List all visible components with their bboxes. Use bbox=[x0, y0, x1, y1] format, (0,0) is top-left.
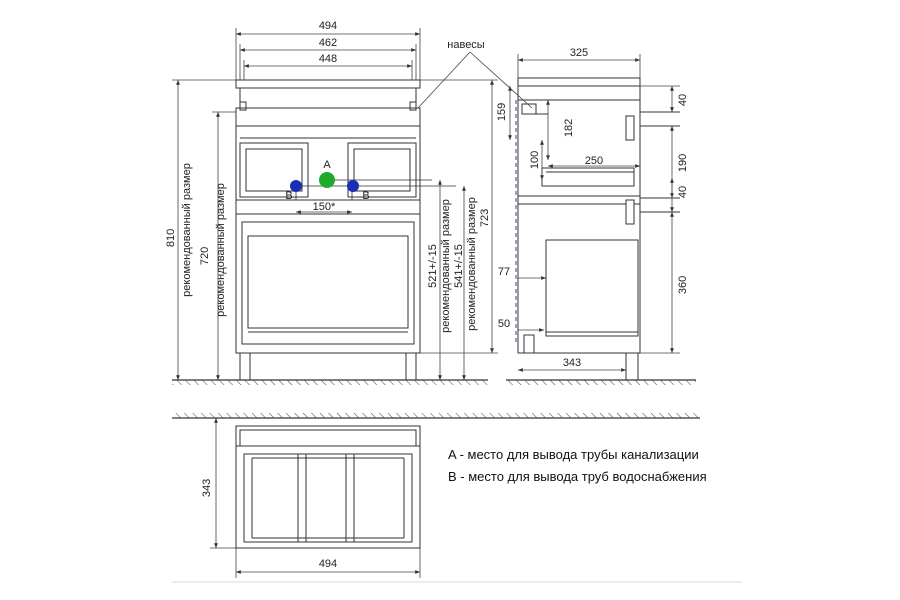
side-dims bbox=[417, 51, 680, 372]
dim-360: 360 bbox=[677, 276, 689, 294]
depth-343-side: 343 bbox=[563, 357, 581, 369]
dim-250: 250 bbox=[585, 155, 603, 167]
dim-50: 50 bbox=[498, 318, 510, 330]
plan-view bbox=[172, 413, 700, 549]
width-462: 462 bbox=[319, 37, 337, 49]
marker-b-left-label: B bbox=[285, 190, 292, 202]
dim-159: 159 bbox=[496, 103, 508, 121]
height-720-label: рекомендованный размер bbox=[215, 183, 227, 317]
depth-325: 325 bbox=[570, 47, 588, 59]
height-723: 723 bbox=[479, 209, 491, 227]
marker-b-right-label: B bbox=[362, 190, 369, 202]
height-720: 720 bbox=[199, 247, 211, 265]
marker-a-label: A bbox=[323, 159, 331, 171]
marker-b-left-circle bbox=[290, 180, 302, 192]
legend: A - место для вывода трубы канализации B… bbox=[448, 444, 707, 488]
dim-40-top: 40 bbox=[677, 94, 689, 106]
width-494-top: 494 bbox=[319, 20, 337, 32]
width-448: 448 bbox=[319, 53, 337, 65]
plan-dims bbox=[210, 418, 421, 578]
dim-40-mid: 40 bbox=[677, 186, 689, 198]
height-810: 810 bbox=[165, 229, 177, 247]
marker-a-circle bbox=[319, 172, 335, 188]
dim-190: 190 bbox=[677, 154, 689, 172]
dim-100: 100 bbox=[529, 151, 541, 169]
dim-182: 182 bbox=[563, 119, 575, 137]
height-521-label: рекомендованный размер bbox=[440, 199, 452, 333]
dim-77: 77 bbox=[498, 266, 510, 278]
height-810-label: рекомендованный размер bbox=[181, 163, 193, 297]
height-521: 521+/-15 bbox=[427, 244, 439, 288]
height-541-label: рекомендованный размер bbox=[466, 197, 478, 331]
front-width-dims bbox=[235, 28, 421, 214]
marker-b-right-circle bbox=[347, 180, 359, 192]
legend-a: A - место для вывода трубы канализации bbox=[448, 447, 699, 462]
pipe-spacing-150: 150* bbox=[313, 201, 336, 213]
hanger-label: навесы bbox=[447, 39, 485, 51]
plan-width-494: 494 bbox=[319, 558, 337, 570]
legend-b: B - место для вывода труб водоснабжения bbox=[448, 469, 707, 484]
side-view bbox=[506, 77, 696, 385]
front-view bbox=[172, 79, 488, 385]
front-height-dims bbox=[172, 79, 498, 380]
plan-depth-343: 343 bbox=[201, 479, 213, 497]
height-541: 541+/-15 bbox=[453, 244, 465, 288]
